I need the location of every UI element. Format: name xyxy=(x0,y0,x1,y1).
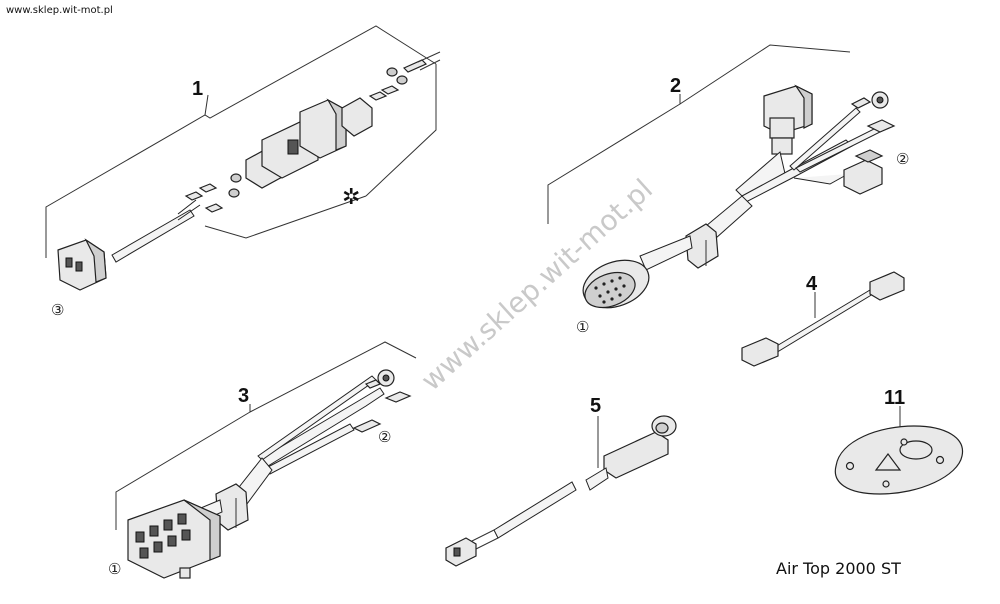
part-3-harness xyxy=(115,341,417,579)
callout-3: ③ xyxy=(51,302,64,319)
site-url: www.sklep.wit-mot.pl xyxy=(6,5,113,16)
part-label-5: 5 xyxy=(590,395,601,417)
part-label-3: 3 xyxy=(238,385,249,407)
part-label-11: 11 xyxy=(884,387,905,409)
part-4-cable xyxy=(741,271,905,367)
callout-1-lower: ① xyxy=(108,561,121,578)
callout-2-upper: ② xyxy=(896,151,909,168)
callout-1-upper: ① xyxy=(576,319,589,336)
part-label-4: 4 xyxy=(806,273,818,295)
model-name: Air Top 2000 ST xyxy=(776,559,901,578)
note-marker-asterisk: ✲ xyxy=(342,185,360,210)
part-1-harness xyxy=(45,25,441,291)
part-label-2: 2 xyxy=(670,75,681,97)
part-2-harness xyxy=(547,44,896,309)
part-11-gasket xyxy=(834,406,964,495)
callout-2-lower: ② xyxy=(378,429,391,446)
part-5-sensor xyxy=(445,415,677,567)
part-label-1: 1 xyxy=(192,78,203,100)
